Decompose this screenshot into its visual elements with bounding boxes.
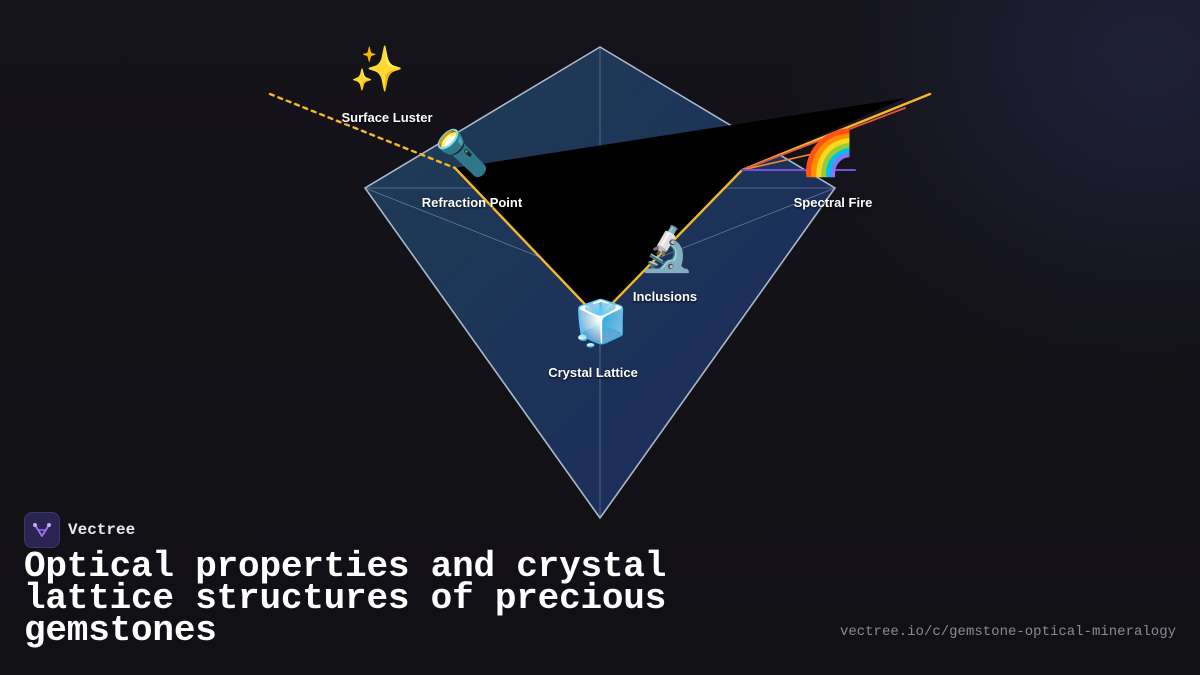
spectrum-ray-red	[741, 107, 906, 171]
spectrum-ray-orange	[741, 149, 831, 171]
sparkles-icon: ✨	[349, 44, 405, 95]
node-label-refraction-point: Refraction Point	[421, 195, 523, 210]
internal-ray	[453, 92, 932, 320]
rainbow-icon: 🌈	[800, 128, 856, 179]
light-path-shadow	[455, 98, 905, 318]
microscope-icon: 🔬	[639, 224, 695, 275]
page-title: Optical properties and crystal lattice s…	[24, 546, 667, 651]
node-label-inclusions: Inclusions	[632, 289, 698, 304]
flashlight-icon: 🔦	[434, 128, 490, 179]
source-url[interactable]: vectree.io/c/gemstone-optical-mineralogy	[839, 624, 1176, 640]
vectree-logo-icon	[24, 512, 60, 548]
node-label-surface-luster: Surface Luster	[341, 110, 433, 125]
brand-name: Vectree	[68, 521, 136, 539]
light-rays	[268, 92, 932, 320]
brand: Vectree	[24, 512, 135, 548]
incident-ray	[268, 92, 457, 170]
node-label-crystal-lattice: Crystal Lattice	[548, 365, 638, 380]
ice-cube-icon: 🧊	[573, 298, 629, 349]
node-label-spectral-fire: Spectral Fire	[793, 195, 873, 210]
